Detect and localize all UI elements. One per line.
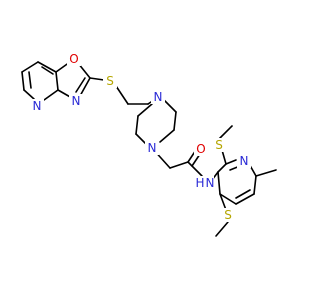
bond [225,159,237,165]
atom-s-methylthio-top: S [212,138,226,152]
atom-label: S [215,138,223,152]
bond [37,61,57,73]
atom-n-oxazole: N [69,94,83,108]
atom-n-piperazine-bottom: N [145,141,159,155]
atom-o-carbonyl: O [194,142,208,156]
bond [21,61,39,73]
atom-labels: O N N S N N O S [30,52,251,222]
atom-label-background [237,154,251,168]
atom-label: N [206,176,215,190]
atom-label-background [103,74,117,88]
bond [217,125,233,141]
atom-label-background [69,94,83,108]
atom-o-oxazole: O [67,52,81,66]
atom-label: O [69,52,78,66]
atom-label: O [196,142,205,156]
bond [253,175,257,195]
bond [255,169,277,177]
bond [187,161,203,177]
bond [23,89,35,100]
bond [137,103,153,117]
bond [221,149,227,165]
bond [28,71,32,89]
atom-label-background [30,99,44,113]
atom-n-pyridine-left: N [30,99,44,113]
atom-label-background [151,90,165,104]
bond [21,71,25,91]
bond [217,171,221,195]
bond [115,85,129,105]
bond [55,71,59,91]
atom-label: H [195,176,204,190]
bond [219,193,237,205]
atom-n-pyridine-right: N [237,154,251,168]
bond [215,221,229,237]
atom-label: N [72,94,81,108]
bond [169,161,189,169]
bond [79,77,91,97]
atom-label: N [33,99,42,113]
bond [75,77,86,93]
atom-s-linker: S [103,74,117,88]
bond [173,111,177,131]
atom-n-piperazine-top: N [151,90,165,104]
atom-label-background [221,208,235,222]
atom-n-amide: N H [195,176,214,190]
atom-label: S [106,74,114,88]
bond [41,66,54,75]
atom-label-background [67,52,81,66]
atom-label: N [240,154,249,168]
molecule-structure-diagram: O N N S N N O S [21,52,277,237]
bond [235,193,255,205]
bond [43,89,59,101]
atom-label-background [198,176,214,190]
atom-label: N [148,141,157,155]
bond [135,115,139,135]
atom-s-methylthio-bottom: S [221,208,235,222]
atom-label-background [194,142,208,156]
bond [159,129,175,143]
atom-label-background [145,141,159,155]
bond [219,193,227,211]
atom-label: N [154,90,163,104]
bond [217,163,227,173]
bond [235,189,251,199]
bonds [21,61,277,237]
atom-label-background [212,138,226,152]
atom-label: S [224,208,232,222]
bond [89,77,105,81]
